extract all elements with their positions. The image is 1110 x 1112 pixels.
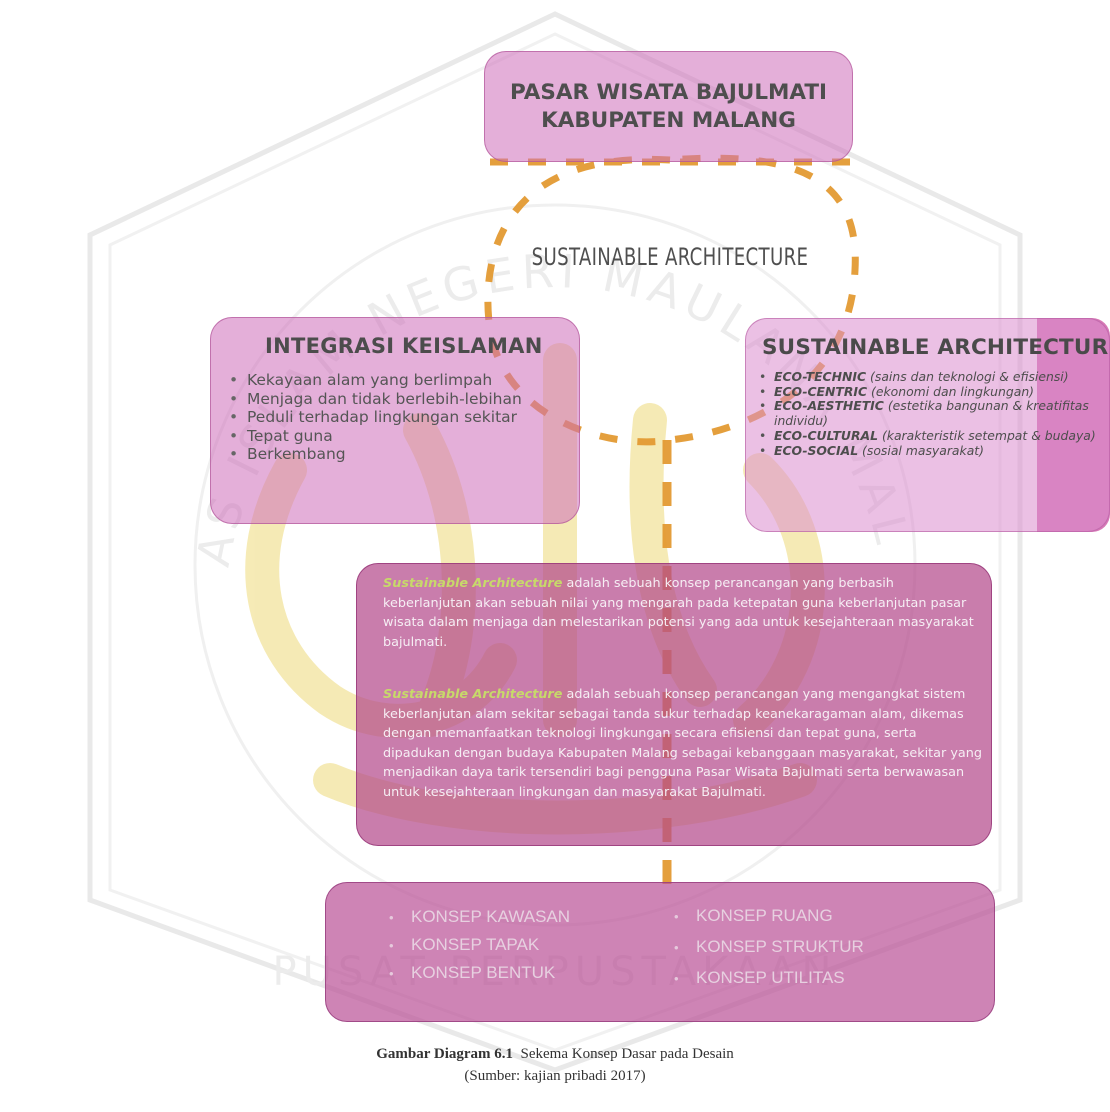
list-item: Tepat guna bbox=[229, 427, 522, 446]
project-title-line1: PASAR WISATA BAJULMATI bbox=[509, 79, 828, 105]
paragraph-text: adalah sebuah konsep perancangan yang me… bbox=[383, 687, 982, 800]
integrasi-title: INTEGRASI KEISLAMAN bbox=[265, 334, 543, 358]
list-item: ECO-SOCIAL (sosial masyarakat) bbox=[756, 442, 1096, 459]
ring-label: SUSTAINABLE ARCHITECTURE bbox=[531, 243, 809, 271]
concepts-box: KONSEP KAWASAN KONSEP TAPAK KONSEP BENTU… bbox=[325, 882, 995, 1022]
emphasis-term: Sustainable Architecture bbox=[383, 687, 563, 702]
list-item: KONSEP UTILITAS bbox=[674, 963, 864, 994]
eco-item-head: ECO-CENTRIC bbox=[774, 383, 868, 399]
project-title: PASAR WISATA BAJULMATI KABUPATEN MALANG bbox=[510, 79, 827, 135]
integrasi-list: Kekayaan alam yang berlimpah Menjaga dan… bbox=[229, 371, 522, 464]
definition-paragraph-1: Sustainable Architecture adalah sebuah k… bbox=[383, 574, 983, 652]
sustainable-architecture-box: SUSTAINABLE ARCHITECTURE ECO-TECHNIC (sa… bbox=[745, 318, 1110, 532]
list-item: KONSEP TAPAK bbox=[389, 931, 570, 959]
caption-title: Sekema Konsep Dasar pada Desain bbox=[520, 1046, 734, 1062]
paragraph-text: adalah sebuah konsep perancangan yang be… bbox=[383, 576, 974, 650]
eco-item-desc: (sosial masyarakat) bbox=[858, 442, 984, 458]
sustainable-title: SUSTAINABLE ARCHITECTURE bbox=[762, 335, 1110, 360]
list-item: Peduli terhadap lingkungan sekitar bbox=[229, 408, 522, 427]
project-title-line2: KABUPATEN MALANG bbox=[541, 107, 796, 133]
concepts-column-1: KONSEP KAWASAN KONSEP TAPAK KONSEP BENTU… bbox=[389, 903, 570, 987]
eco-item-head: ECO-CULTURAL bbox=[774, 427, 879, 443]
figure-caption: Gambar Diagram 6.1 Sekema Konsep Dasar p… bbox=[300, 1043, 810, 1087]
eco-item-desc: (ekonomi dan lingkungan) bbox=[867, 383, 1035, 399]
definition-paragraph-2: Sustainable Architecture adalah sebuah k… bbox=[383, 685, 983, 802]
list-item: ECO-AESTHETIC (estetika bangunan & kreat… bbox=[756, 399, 1096, 428]
eco-item-head: ECO-TECHNIC bbox=[774, 369, 867, 384]
integrasi-keislaman-box: INTEGRASI KEISLAMAN Kekayaan alam yang b… bbox=[210, 317, 580, 524]
eco-item-desc: (estetika bangunan & kreatifitas individ… bbox=[774, 398, 1089, 429]
list-item: ECO-CENTRIC (ekonomi dan lingkungan) bbox=[756, 383, 1096, 400]
caption-source: (Sumber: kajian pribadi 2017) bbox=[464, 1068, 646, 1084]
caption-label: Gambar Diagram 6.1 bbox=[376, 1046, 514, 1062]
list-item: Kekayaan alam yang berlimpah bbox=[229, 371, 522, 390]
concepts-column-2: KONSEP RUANG KONSEP STRUKTUR KONSEP UTIL… bbox=[674, 901, 864, 994]
list-item: Menjaga dan tidak berlebih-lebihan bbox=[229, 390, 522, 409]
list-item: KONSEP STRUKTUR bbox=[674, 932, 864, 963]
list-item: ECO-TECHNIC (sains dan teknologi & efisi… bbox=[756, 369, 1096, 385]
project-title-box: PASAR WISATA BAJULMATI KABUPATEN MALANG bbox=[484, 51, 853, 162]
list-item: KONSEP RUANG bbox=[674, 901, 864, 932]
list-item: KONSEP KAWASAN bbox=[389, 903, 570, 931]
eco-item-head: ECO-SOCIAL bbox=[774, 442, 859, 458]
list-item: ECO-CULTURAL (karakteristik setempat & b… bbox=[756, 427, 1096, 444]
caption-line-1: Gambar Diagram 6.1 Sekema Konsep Dasar p… bbox=[300, 1043, 810, 1065]
eco-item-desc: (sains dan teknologi & efisiensi) bbox=[866, 369, 1069, 384]
list-item: Berkembang bbox=[229, 445, 522, 464]
eco-list: ECO-TECHNIC (sains dan teknologi & efisi… bbox=[756, 369, 1096, 459]
emphasis-term: Sustainable Architecture bbox=[383, 576, 563, 591]
list-item: KONSEP BENTUK bbox=[389, 959, 570, 987]
eco-item-head: ECO-AESTHETIC bbox=[774, 398, 884, 414]
eco-item-desc: (karakteristik setempat & budaya) bbox=[878, 427, 1096, 443]
definition-box: Sustainable Architecture adalah sebuah k… bbox=[356, 563, 992, 846]
